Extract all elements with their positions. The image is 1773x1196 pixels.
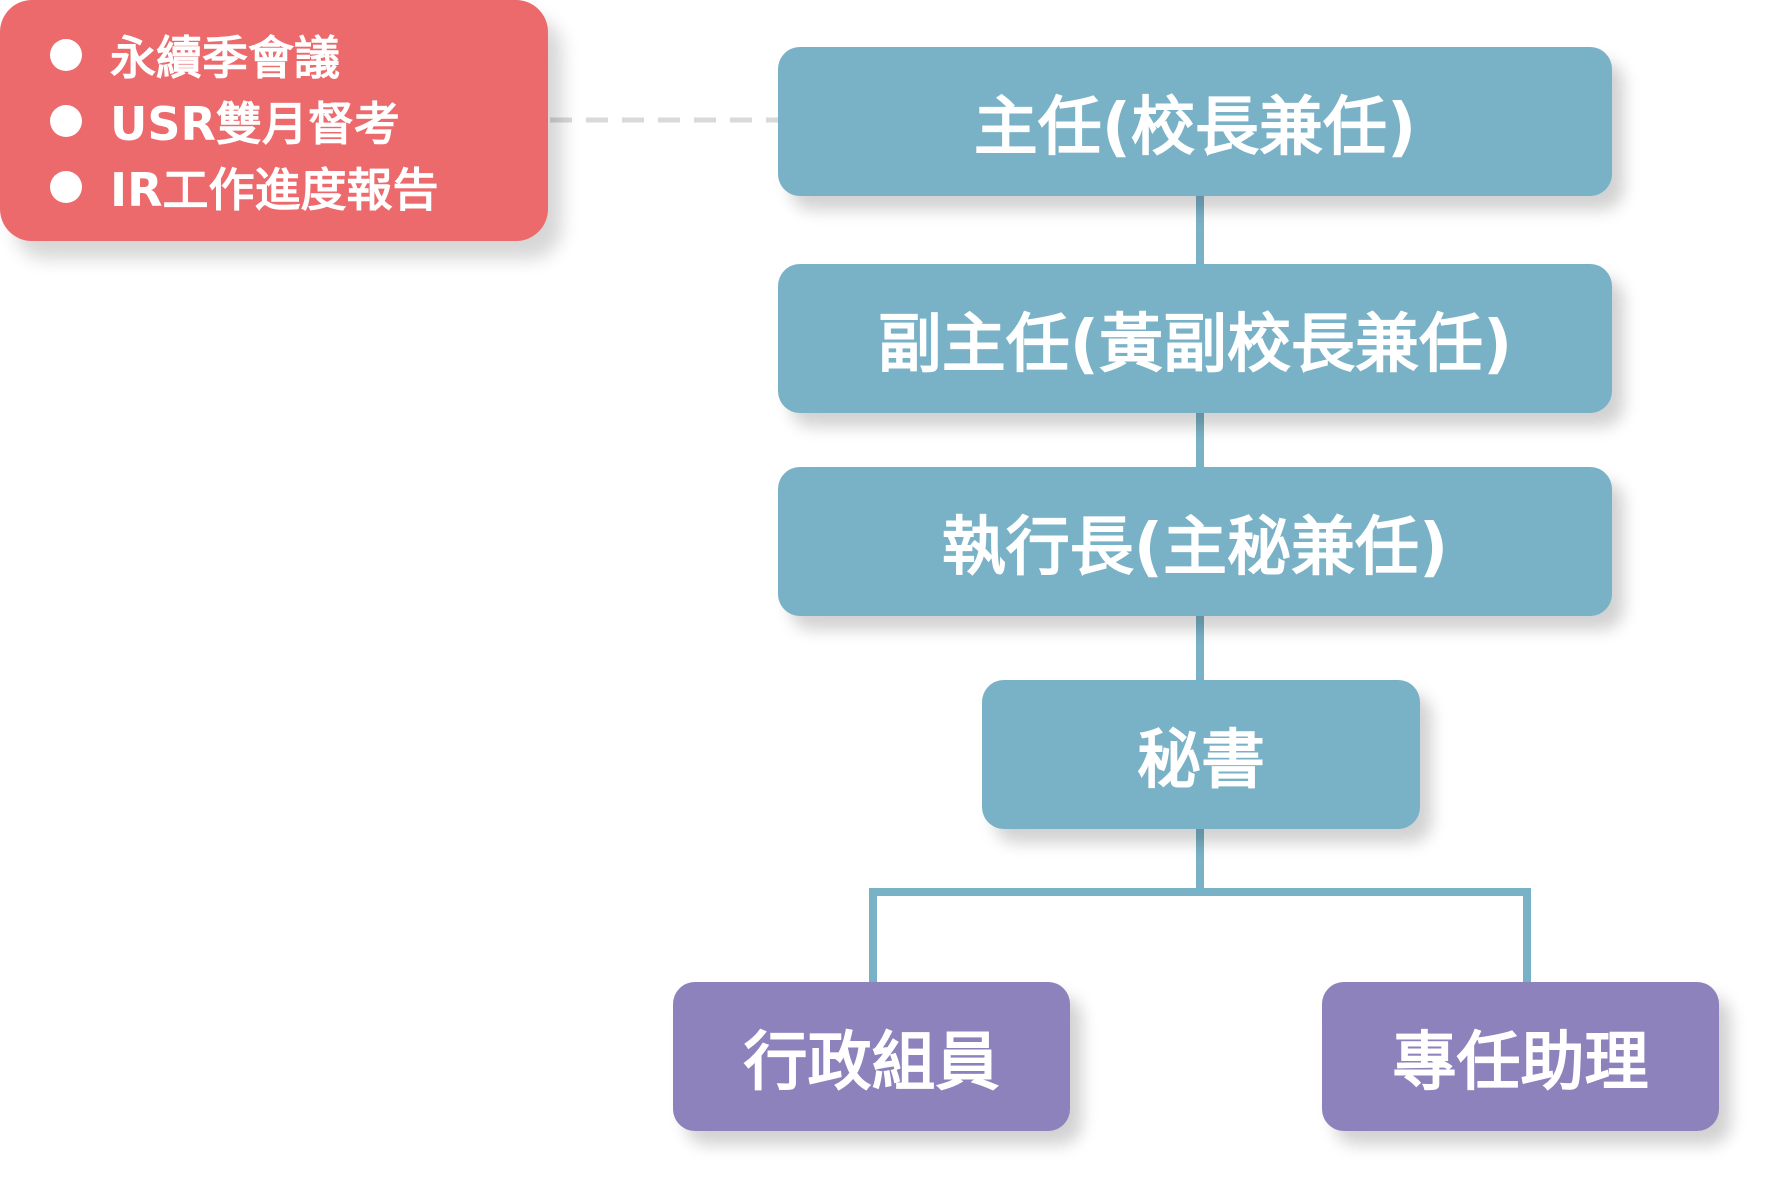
node-deputy-director: 副主任(黃副校長兼任) [778, 264, 1612, 413]
meetings-box: 永續季會議 USR雙月督考 IR工作進度報告 [0, 0, 548, 241]
meeting-item: IR工作進度報告 [50, 154, 439, 220]
bullet-icon [50, 170, 82, 203]
meeting-label: 永續季會議 [110, 30, 340, 85]
meeting-item: 永續季會議 [50, 22, 340, 88]
node-secretary: 秘書 [982, 680, 1420, 829]
node-assistant: 專任助理 [1322, 982, 1719, 1131]
node-admin-staff: 行政組員 [673, 982, 1070, 1131]
meeting-label: IR工作進度報告 [110, 162, 439, 217]
branch-horizontal [869, 888, 1531, 982]
bullet-icon [50, 104, 82, 137]
meeting-item: USR雙月督考 [50, 88, 400, 154]
node-director: 主任(校長兼任) [778, 47, 1612, 196]
node-executive-director: 執行長(主秘兼任) [778, 467, 1612, 616]
bullet-icon [50, 38, 82, 71]
meeting-label: USR雙月督考 [110, 96, 400, 151]
